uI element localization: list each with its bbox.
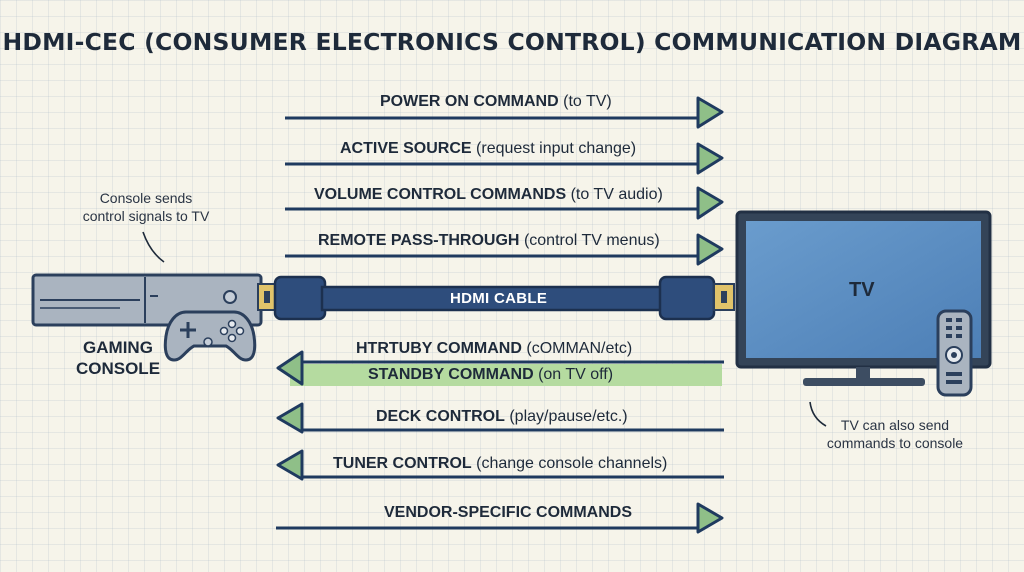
- note-line: Console sends: [99, 190, 193, 206]
- standby-highlight: [290, 364, 722, 386]
- command-deck-control: DECK CONTROL (play/pause/etc.): [376, 408, 628, 426]
- command-name: POWER ON COMMAND: [380, 93, 559, 110]
- arrow-remote-passthrough: [285, 233, 724, 266]
- command-name: REMOTE PASS-THROUGH: [318, 232, 520, 249]
- arrow-htrtuby: [276, 350, 724, 386]
- cable-label: HDMI CABLE: [450, 290, 548, 307]
- command-detail: (on TV off): [538, 366, 614, 383]
- arrow-volume-control: [285, 186, 724, 220]
- command-detail: (change console channels): [476, 455, 668, 472]
- command-name: VOLUME CONTROL COMMANDS: [314, 186, 567, 203]
- command-name: HTRTUBY COMMAND: [356, 340, 522, 357]
- command-name: STANDBY COMMAND: [368, 366, 534, 383]
- page-title: HDMI-CEC (CONSUMER ELECTRONICS CONTROL) …: [2, 28, 1022, 56]
- remote-icon: [936, 309, 973, 397]
- label-line: CONSOLE: [75, 359, 161, 378]
- command-detail: (play/pause/etc.): [509, 408, 628, 425]
- console-label: GAMING CONSOLE: [58, 337, 178, 379]
- command-name: DECK CONTROL: [376, 408, 505, 425]
- note-line: control signals to TV: [82, 208, 210, 224]
- arrow-deck-control: [276, 402, 724, 434]
- arrow-tuner-control: [276, 449, 724, 481]
- note-line: TV can also send: [840, 417, 950, 433]
- command-remote-passthrough: REMOTE PASS-THROUGH (control TV menus): [318, 232, 660, 250]
- command-vendor-specific: VENDOR-SPECIFIC COMMANDS: [384, 504, 632, 522]
- command-power-on: POWER ON COMMAND (to TV): [380, 93, 612, 111]
- console-callout-line: [142, 231, 165, 263]
- command-detail: (to TV audio): [570, 186, 663, 203]
- command-name: TUNER CONTROL: [333, 455, 472, 472]
- command-name: ACTIVE SOURCE: [340, 140, 472, 157]
- note-line: commands to console: [826, 435, 964, 451]
- tv-note: TV can also send commands to console: [800, 416, 990, 452]
- arrow-vendor-specific: [276, 502, 724, 534]
- controller-icon: [163, 310, 257, 362]
- command-active-source: ACTIVE SOURCE (request input change): [340, 140, 636, 158]
- tv-icon: [735, 210, 992, 386]
- tv-callout-line: [809, 401, 827, 427]
- command-standby: STANDBY COMMAND (on TV off): [368, 366, 613, 384]
- label-line: GAMING: [83, 338, 153, 357]
- command-detail: (cOMMAN/etc): [526, 340, 633, 357]
- command-htrtuby: HTRTUBY COMMAND (cOMMAN/etc): [356, 340, 632, 358]
- command-detail: (request input change): [476, 140, 637, 157]
- arrow-power-on: [285, 96, 724, 129]
- command-detail: (to TV): [563, 93, 612, 110]
- command-volume-control: VOLUME CONTROL COMMANDS (to TV audio): [314, 186, 663, 204]
- tv-label: TV: [849, 279, 875, 301]
- command-tuner-control: TUNER CONTROL (change console channels): [333, 455, 667, 473]
- console-note: Console sends control signals to TV: [56, 189, 236, 225]
- arrow-active-source: [285, 142, 724, 175]
- command-detail: (control TV menus): [523, 232, 660, 249]
- command-name: VENDOR-SPECIFIC COMMANDS: [384, 504, 633, 521]
- hdmi-cable-icon: [257, 275, 735, 321]
